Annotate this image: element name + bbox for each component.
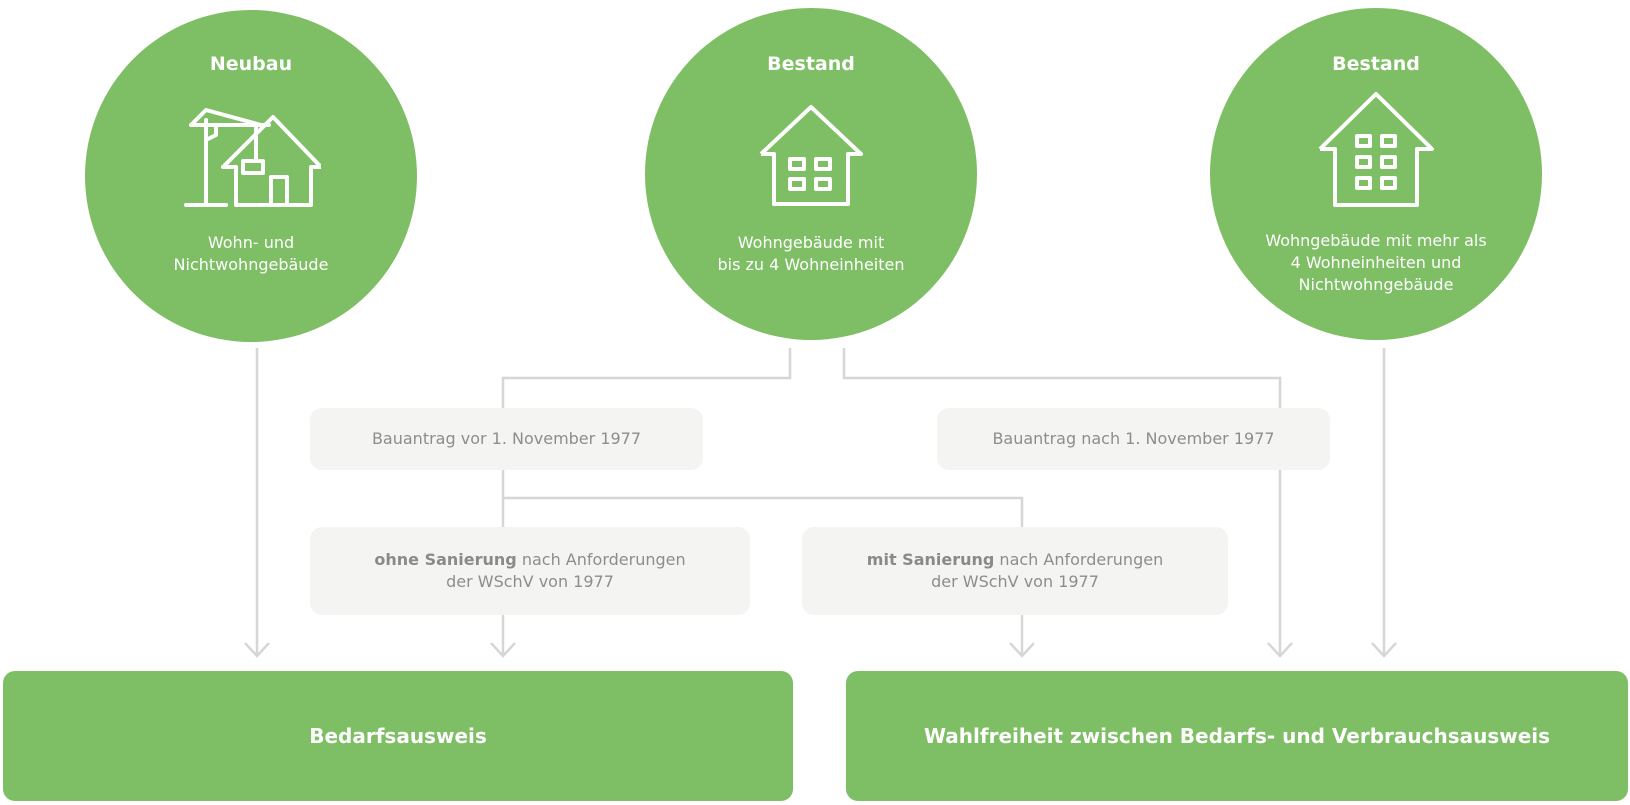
condition-with-renovation: mit Sanierung nach Anforderungen der WSc… [802,527,1228,615]
arrowhead [490,642,516,658]
category-bestand-small: Bestand Wohngebäude mit bis zu 4 Wohnein… [645,8,977,340]
condition-before-1977: Bauantrag vor 1. November 1977 [310,408,703,470]
connector-bestand-right [842,348,1282,655]
house-4-units-icon [759,105,863,206]
connector-bestand-left [501,348,792,410]
emphasis: ohne Sanierung [374,550,517,569]
condition-without-renovation: ohne Sanierung nach Anforderungen der WS… [310,527,750,615]
arrowhead [1371,642,1397,658]
category-bestand-large: Bestand Wohngebäude mit mehr als 4 Wohne… [1210,8,1542,340]
category-description: Wohngebäude mit mehr als 4 Wohneinheiten… [1265,231,1487,294]
construction-house-icon [184,108,321,207]
category-title: Bestand [767,53,855,75]
category-title: Bestand [1332,53,1420,75]
category-title: Neubau [209,53,293,75]
arrowhead [244,642,270,658]
emphasis: mit Sanierung [866,550,995,569]
category-description: Wohngebäude mit bis zu 4 Wohneinheiten [717,233,905,274]
category-neubau: Neubau Wohn- und Nichtwohngebäude [85,10,417,342]
arrowhead [1267,642,1293,658]
result-demand-certificate: Bedarfsausweis [3,671,793,801]
arrowhead [1009,642,1035,658]
connector-split-right [503,496,1024,528]
condition-after-1977: Bauantrag nach 1. November 1977 [937,408,1330,470]
house-6-units-icon [1318,92,1434,207]
result-free-choice: Wahlfreiheit zwischen Bedarfs- und Verbr… [846,671,1628,801]
category-description: Wohn- und Nichtwohngebäude [173,233,329,274]
